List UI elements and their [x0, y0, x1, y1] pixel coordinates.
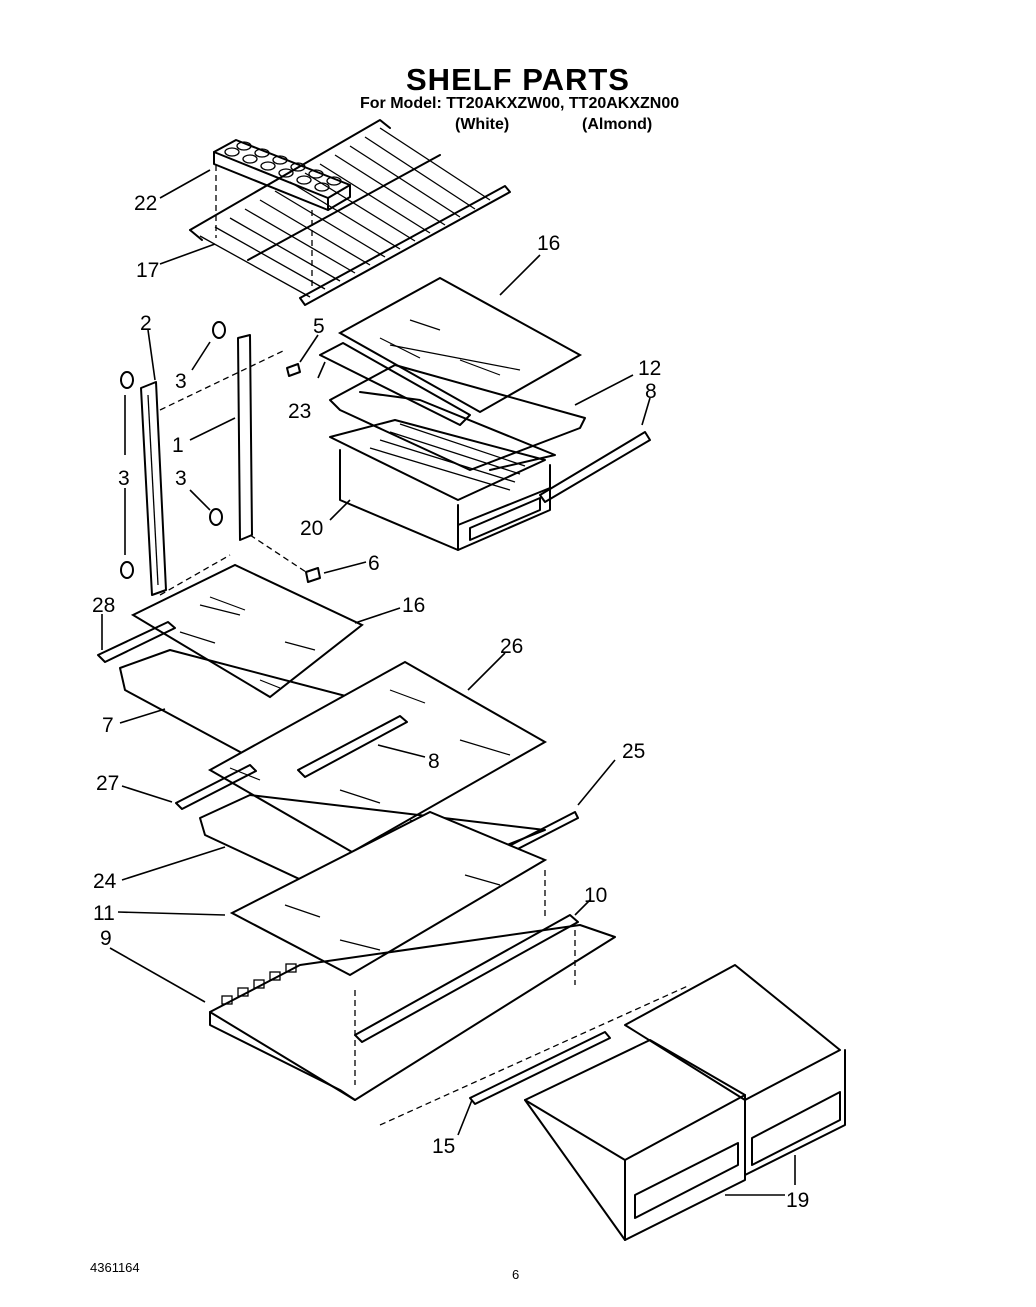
- variant-white: (White): [455, 116, 510, 133]
- callout-25: 25: [622, 740, 645, 763]
- doc-number: 4361164: [90, 1260, 140, 1275]
- callout-9: 9: [100, 927, 112, 950]
- model-line: For Model: TT20AKXZW00, TT20AKXZN00: [360, 95, 680, 112]
- callout-26: 26: [500, 635, 523, 658]
- callout-3-upper: 3: [175, 370, 187, 393]
- callout-20: 20: [300, 517, 323, 540]
- callout-8-lower: 8: [428, 750, 440, 773]
- callout-10: 10: [584, 884, 607, 907]
- callout-19: 19: [786, 1189, 809, 1212]
- callout-5: 5: [313, 315, 325, 338]
- callout-1: 1: [172, 434, 184, 457]
- part-drawer-upper: [319, 342, 651, 551]
- part-shelf-brackets: [120, 321, 321, 596]
- part-crisper-frame: [209, 810, 691, 1126]
- callout-28: 28: [92, 594, 115, 617]
- callout-7: 7: [102, 714, 114, 737]
- callout-3-right: 3: [175, 467, 187, 490]
- variant-almond: (Almond): [582, 116, 653, 133]
- callout-labels: 22 17 16 2 5 3 23 12 8 1 3 3 20 6 28 16 …: [92, 192, 809, 1212]
- callout-22: 22: [134, 192, 157, 215]
- callout-11: 11: [93, 902, 115, 925]
- leader-lines: [101, 169, 796, 1196]
- part-wire-shelf: [189, 119, 511, 306]
- callout-8-upper: 8: [645, 380, 657, 403]
- callout-17: 17: [136, 259, 159, 282]
- callout-6: 6: [368, 552, 380, 575]
- callout-16-lower: 16: [402, 594, 425, 617]
- part-rail: [469, 1031, 611, 1105]
- callout-3-left: 3: [118, 467, 130, 490]
- page-title: SHELF PARTS: [406, 62, 630, 97]
- callout-2: 2: [140, 312, 152, 335]
- callout-12: 12: [638, 357, 661, 380]
- part-crisper-drawers: [524, 964, 846, 1241]
- part-glass-shelf-top: [337, 276, 583, 414]
- callout-16-top: 16: [537, 232, 560, 255]
- page-number: 6: [512, 1267, 520, 1282]
- callout-27: 27: [96, 772, 119, 795]
- callout-24: 24: [93, 870, 117, 893]
- callout-23: 23: [288, 400, 311, 423]
- callout-15: 15: [432, 1135, 455, 1158]
